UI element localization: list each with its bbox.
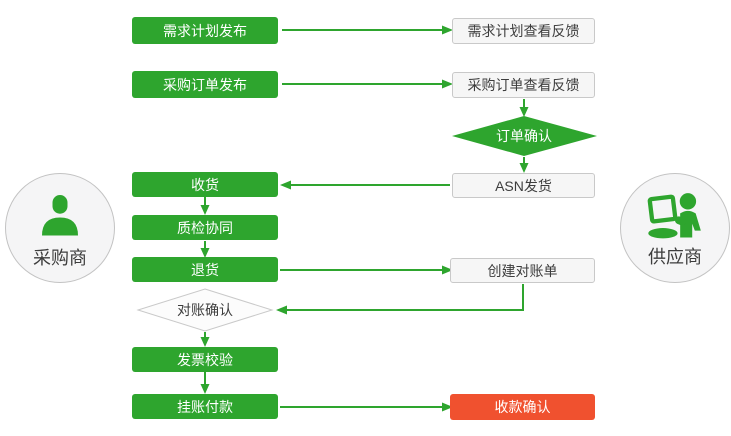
node-po-publish: 采购订单发布 (132, 71, 278, 98)
node-asn-ship: ASN发货 (452, 173, 595, 198)
node-payment: 挂账付款 (132, 394, 278, 419)
arrow-receive-to-quality (200, 197, 210, 215)
arrow-demand-publish-to-feedback (282, 25, 453, 35)
node-po-feedback: 采购订单查看反馈 (452, 72, 595, 98)
arrow-invoice-to-payment (200, 372, 210, 394)
arrow-asn-to-receive (280, 180, 450, 190)
user-icon (36, 190, 84, 242)
actor-supplier: 供应商 (620, 173, 730, 283)
arrow-create-statement-to-statement-confirm (276, 284, 524, 315)
user-laptop-icon (644, 191, 706, 241)
node-receive: 收货 (132, 172, 278, 197)
arrow-po-feedback-to-order-confirm (519, 99, 529, 117)
arrow-po-publish-to-feedback (282, 79, 453, 89)
node-return-goods: 退货 (132, 257, 278, 282)
arrow-statement-confirm-to-invoice (200, 332, 210, 347)
actor-buyer-label: 采购商 (33, 248, 87, 268)
node-demand-feedback: 需求计划查看反馈 (452, 18, 595, 44)
decision-statement-confirm-shape (136, 288, 274, 332)
node-create-statement: 创建对账单 (450, 258, 595, 283)
arrow-quality-to-return (200, 241, 210, 258)
arrow-payment-to-receipt (280, 402, 453, 412)
arrow-return-to-create-statement (280, 265, 453, 275)
node-quality-check: 质检协同 (132, 215, 278, 240)
actor-buyer: 采购商 (5, 173, 115, 283)
node-invoice-verify: 发票校验 (132, 347, 278, 372)
decision-statement-confirm-label: 对账确认 (177, 302, 233, 318)
actor-supplier-label: 供应商 (648, 247, 702, 267)
node-receipt-confirm: 收款确认 (450, 394, 595, 420)
node-demand-publish: 需求计划发布 (132, 17, 278, 44)
arrow-order-confirm-to-asn (519, 157, 529, 173)
decision-order-confirm-shape (452, 116, 597, 156)
decision-order-confirm-label: 订单确认 (496, 128, 552, 144)
